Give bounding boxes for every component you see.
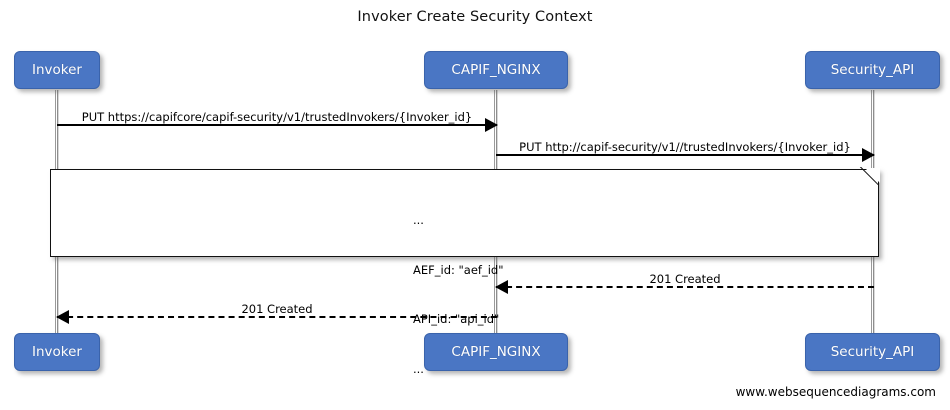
watermark-credit: www.websequencediagrams.com: [735, 385, 936, 399]
arrowhead-right-icon: [485, 118, 498, 132]
note-request-body: ... AEF_id: "aef_id" API_id: "api_id" ..…: [50, 167, 881, 376]
participant-label: CAPIF_NGINX: [451, 62, 541, 78]
arrowhead-right-icon: [862, 148, 875, 162]
message-line: [496, 154, 874, 156]
participant-capif-nginx-top[interactable]: CAPIF_NGINX: [424, 51, 568, 89]
message-line: [496, 286, 874, 288]
page-title: Invoker Create Security Context: [357, 9, 593, 25]
note-line-0: ...: [413, 213, 424, 227]
message-line: [57, 124, 497, 126]
note-line-1: AEF_id: "aef_id": [413, 262, 504, 277]
message-put-trusted-invokers-security[interactable]: PUT http://capif-security/v1//trustedInv…: [496, 134, 875, 162]
message-201-created-security-to-nginx[interactable]: 201 Created: [495, 266, 874, 294]
note-background: [50, 169, 879, 257]
arrowhead-left-icon: [495, 280, 508, 294]
message-put-trusted-invokers-capifcore[interactable]: PUT https://capifcore/capif-security/v1/…: [57, 104, 498, 132]
participant-capif-nginx-bottom[interactable]: CAPIF_NGINX: [424, 333, 568, 371]
note-line-2: API_id: "api_id": [413, 312, 500, 326]
message-line: [57, 316, 497, 318]
participant-label: CAPIF_NGINX: [451, 344, 541, 360]
arrowhead-left-icon: [56, 310, 69, 324]
participant-invoker-top[interactable]: Invoker: [14, 51, 100, 89]
participant-label: Security_API: [830, 344, 915, 360]
participant-label: Invoker: [32, 344, 82, 360]
note-line-3: ...: [413, 361, 424, 376]
message-label: 201 Created: [241, 302, 313, 316]
message-label: PUT https://capifcore/capif-security/v1/…: [81, 110, 473, 124]
message-201-created-nginx-to-invoker[interactable]: 201 Created: [56, 296, 497, 324]
message-label: 201 Created: [649, 272, 721, 286]
participant-label: Invoker: [32, 62, 82, 78]
note-text: ... AEF_id: "aef_id" API_id: "api_id" ..…: [413, 179, 504, 410]
participant-invoker-bottom[interactable]: Invoker: [14, 333, 100, 371]
participant-security-api-bottom[interactable]: Security_API: [805, 333, 940, 371]
note-fold-line-icon: [859, 167, 881, 189]
participant-label: Security_API: [830, 62, 915, 78]
participant-security-api-top[interactable]: Security_API: [805, 51, 940, 89]
message-label: PUT http://capif-security/v1//trustedInv…: [519, 140, 851, 154]
